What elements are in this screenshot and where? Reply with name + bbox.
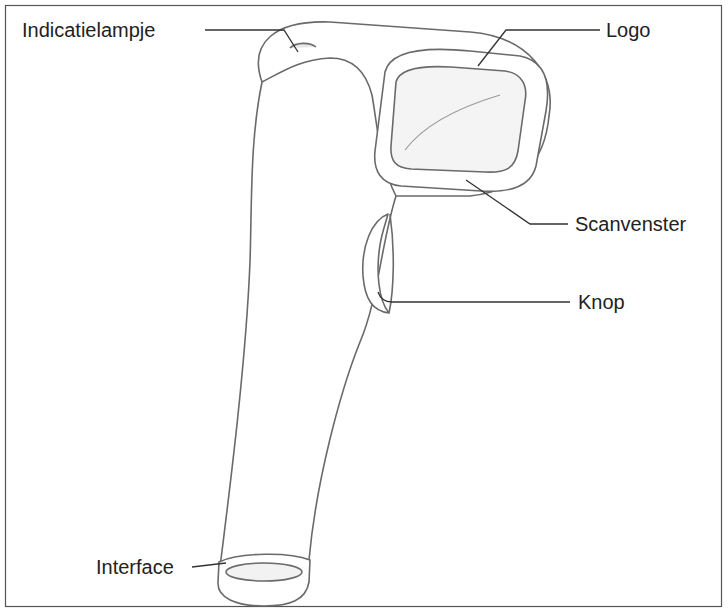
leader-line xyxy=(466,180,568,224)
trigger-recess xyxy=(389,214,393,313)
window-glare xyxy=(405,95,500,150)
part-label: Indicatielampje xyxy=(22,19,155,42)
interface-port xyxy=(226,563,302,581)
part-label: Interface xyxy=(96,556,174,579)
part-label: Knop xyxy=(578,291,625,314)
head-ridge xyxy=(262,58,396,196)
interface-cap xyxy=(218,554,310,606)
border xyxy=(6,6,722,607)
part-label: Logo xyxy=(606,19,651,42)
leader-line xyxy=(205,30,298,52)
scan-bezel xyxy=(375,49,548,191)
scan-window xyxy=(391,67,526,173)
trigger-button xyxy=(363,214,389,313)
part-label: Scanvenster xyxy=(575,213,686,236)
leader-line xyxy=(378,292,570,302)
leader-line xyxy=(478,30,600,66)
leader-line xyxy=(192,563,226,567)
leader-lines xyxy=(192,30,600,567)
scanner-body xyxy=(219,22,550,604)
